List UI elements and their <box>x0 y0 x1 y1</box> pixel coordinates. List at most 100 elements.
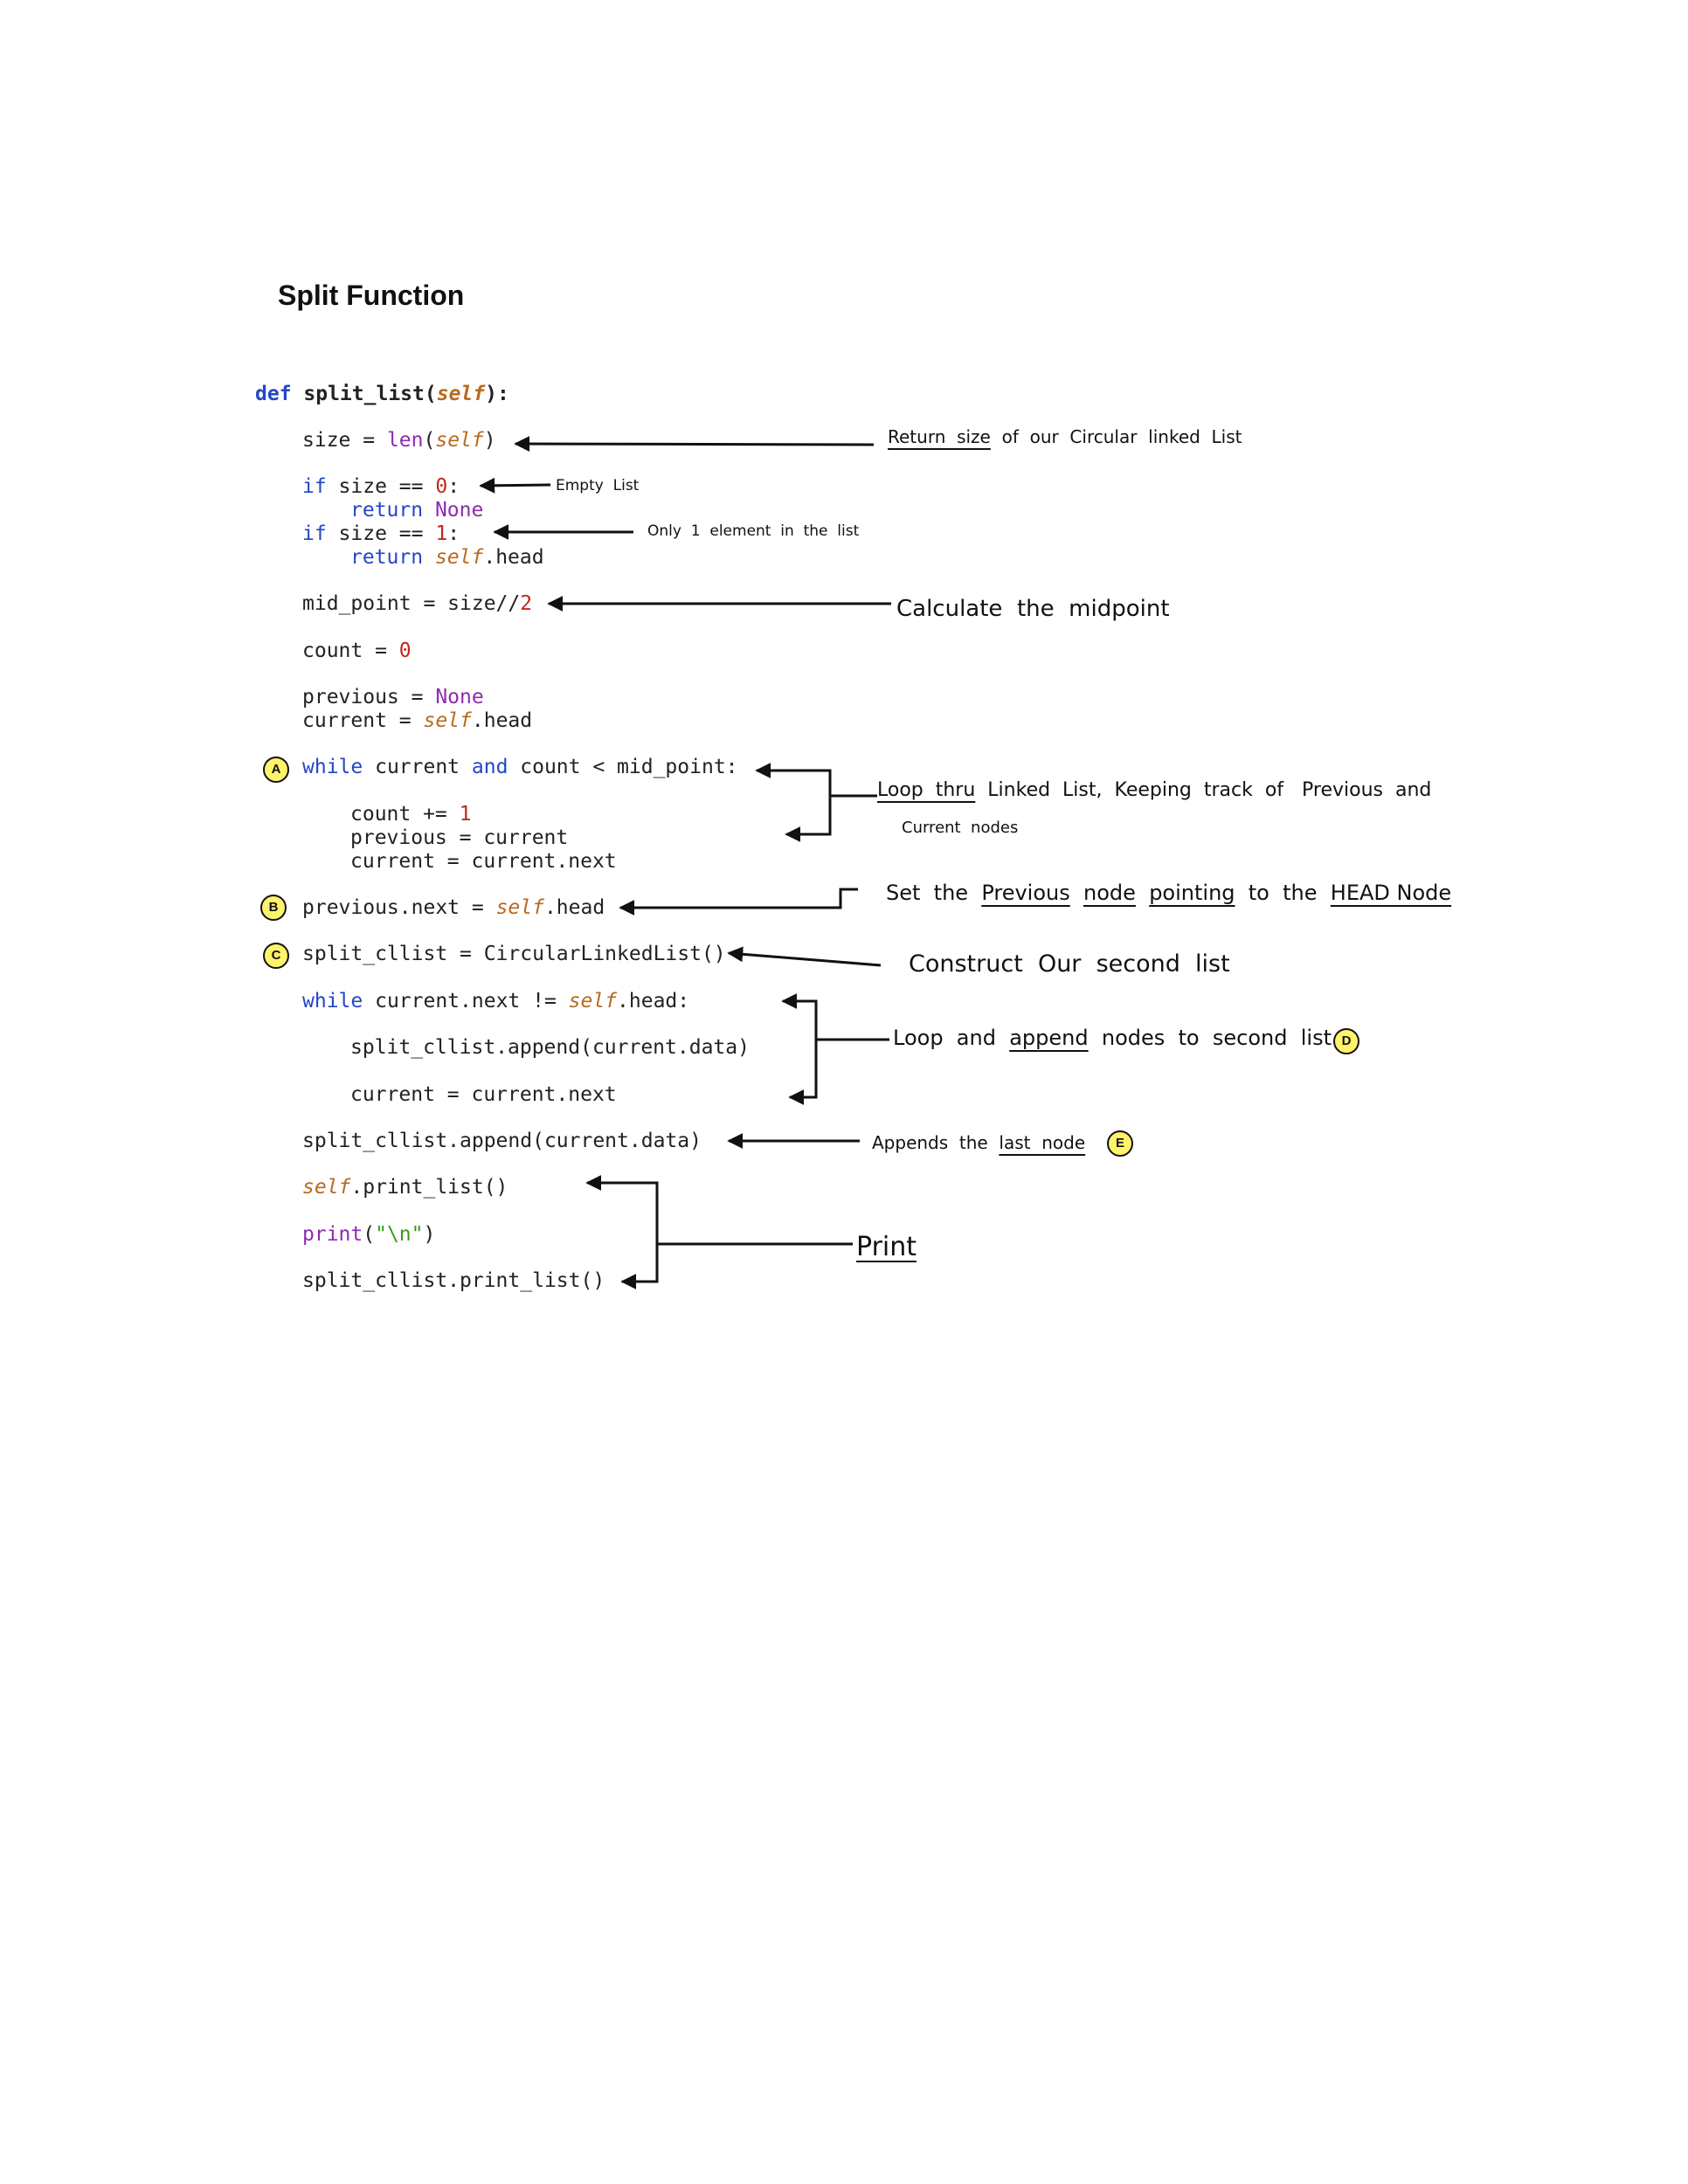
code-number: 2 <box>520 592 533 615</box>
annotation-underlined: append <box>1009 1026 1089 1050</box>
code-line-previous: previous = None <box>302 686 484 709</box>
code-line-def: def split_list(self): <box>255 383 509 406</box>
code-text: ) <box>483 429 496 452</box>
code-keyword: and <box>471 756 508 778</box>
code-text: .head <box>471 709 533 732</box>
code-text: ( <box>423 429 436 452</box>
code-line-print-newline: print("\n") <box>302 1223 435 1247</box>
code-line-split-print: split_cllist.print_list() <box>302 1269 605 1292</box>
code-keyword: if <box>302 475 327 498</box>
code-builtin: None <box>423 499 484 522</box>
code-keyword: if <box>302 522 327 545</box>
code-self: self <box>423 546 484 569</box>
code-text: size = <box>302 429 387 452</box>
code-text: .head <box>543 896 605 919</box>
badge-a: A <box>263 757 289 783</box>
bracket-loop-2 <box>785 999 818 1099</box>
annotation-underlined: node <box>1083 881 1136 905</box>
badge-e: E <box>1107 1130 1133 1157</box>
code-builtin: None <box>435 686 484 708</box>
annotation-underlined: Previous <box>981 881 1070 905</box>
code-self: self <box>302 1176 351 1199</box>
code-line-count-inc: count += 1 <box>350 803 471 826</box>
bracket-print <box>591 1181 659 1283</box>
code-text: .head: <box>617 990 690 1013</box>
code-text: size == <box>326 522 436 545</box>
code-text: .print_list() <box>350 1176 508 1199</box>
annotation-text: to the <box>1235 881 1331 905</box>
code-string: "\n" <box>375 1223 424 1246</box>
badge-c: C <box>263 943 289 969</box>
annotation-empty-list: Empty List <box>556 477 640 494</box>
code-text: current <box>363 756 472 778</box>
code-number: 0 <box>398 639 412 662</box>
code-builtin: len <box>386 429 424 452</box>
code-text: mid_point = size// <box>302 592 521 615</box>
bracket-set-previous <box>622 888 858 909</box>
code-builtin: print <box>302 1223 363 1246</box>
annotation-loop-thru: Loop thru Linked List, Keeping track of … <box>877 779 1431 801</box>
annotation-text: Appends the <box>872 1132 1000 1153</box>
arrow-construct <box>727 946 882 967</box>
code-line-append-loop: split_cllist.append(current.data) <box>350 1036 750 1059</box>
code-line-self-print: self.print_list() <box>302 1176 508 1199</box>
code-text: count += <box>350 803 460 826</box>
code-text: size == <box>326 475 436 498</box>
badge-d: D <box>1333 1028 1359 1054</box>
code-text: ( <box>363 1223 376 1246</box>
code-self: self <box>495 896 544 919</box>
code-number: 0 <box>435 475 448 498</box>
code-line-if-one: if size == 1: <box>302 522 460 546</box>
code-text: count = <box>302 639 399 662</box>
code-line-prev-next: previous.next = self.head <box>302 896 605 920</box>
code-line-append-last: split_cllist.append(current.data) <box>302 1130 702 1152</box>
badge-b: B <box>260 895 287 921</box>
code-self: self <box>423 709 472 732</box>
annotation-construct: Construct Our second list <box>909 950 1230 978</box>
annotation-text: Loop and <box>893 1026 1010 1050</box>
code-line-prev-current: previous = current <box>350 826 569 849</box>
code-number: 1 <box>459 803 472 826</box>
code-line-if-zero: if size == 0: <box>302 475 460 499</box>
annotation-set-previous: Set the Previous node pointing to the HE… <box>886 881 1451 905</box>
code-self: self <box>435 429 484 452</box>
code-line-current-next-2: current = current.next <box>350 1083 617 1106</box>
code-line-while-2: while current.next != self.head: <box>302 990 689 1013</box>
code-line-count: count = 0 <box>302 639 412 663</box>
annotation-underlined: HEAD Node <box>1330 881 1452 905</box>
annotation-underlined: pointing <box>1149 881 1235 905</box>
annotation-print: Print <box>856 1232 917 1262</box>
code-text: previous.next = <box>302 896 496 919</box>
annotation-text: nodes to second list <box>1088 1026 1332 1050</box>
code-line-return-none: return None <box>350 499 483 522</box>
annotation-underlined: Loop thru <box>877 779 976 801</box>
page-title: Split Function <box>278 280 465 311</box>
arrow-size <box>514 436 875 453</box>
code-keyword: while <box>302 756 363 778</box>
code-text: : <box>447 475 460 498</box>
code-line-midpoint: mid_point = size//2 <box>302 592 532 616</box>
code-number: 1 <box>435 522 448 545</box>
code-text: : <box>447 522 460 545</box>
code-text: count < mid_point: <box>508 756 738 778</box>
code-text: previous = <box>302 686 436 708</box>
annotation-loop-append: Loop and append nodes to second list <box>893 1026 1332 1050</box>
code-keyword: while <box>302 990 363 1013</box>
code-text: split_list( <box>291 383 437 405</box>
code-line-split-cllist: split_cllist = CircularLinkedList() <box>302 943 726 965</box>
code-line-while-1: while current and count < mid_point: <box>302 756 738 779</box>
annotation-text: Set the <box>886 881 982 905</box>
annotation-text: Linked List, Keeping track of Previous a… <box>975 779 1432 801</box>
annotation-appends: Appends the last node <box>872 1132 1085 1153</box>
code-self: self <box>436 383 486 405</box>
code-keyword: return <box>350 546 424 569</box>
annotation-underlined: last node <box>999 1132 1086 1153</box>
code-line-current: current = self.head <box>302 709 532 733</box>
annotation-underlined: Return size <box>888 426 991 447</box>
code-keyword: return <box>350 499 424 522</box>
annotation-return-size: Return size of our Circular linked List <box>888 426 1242 447</box>
code-text: current.next != <box>363 990 569 1013</box>
annotation-current-nodes: Current nodes <box>902 819 1019 837</box>
